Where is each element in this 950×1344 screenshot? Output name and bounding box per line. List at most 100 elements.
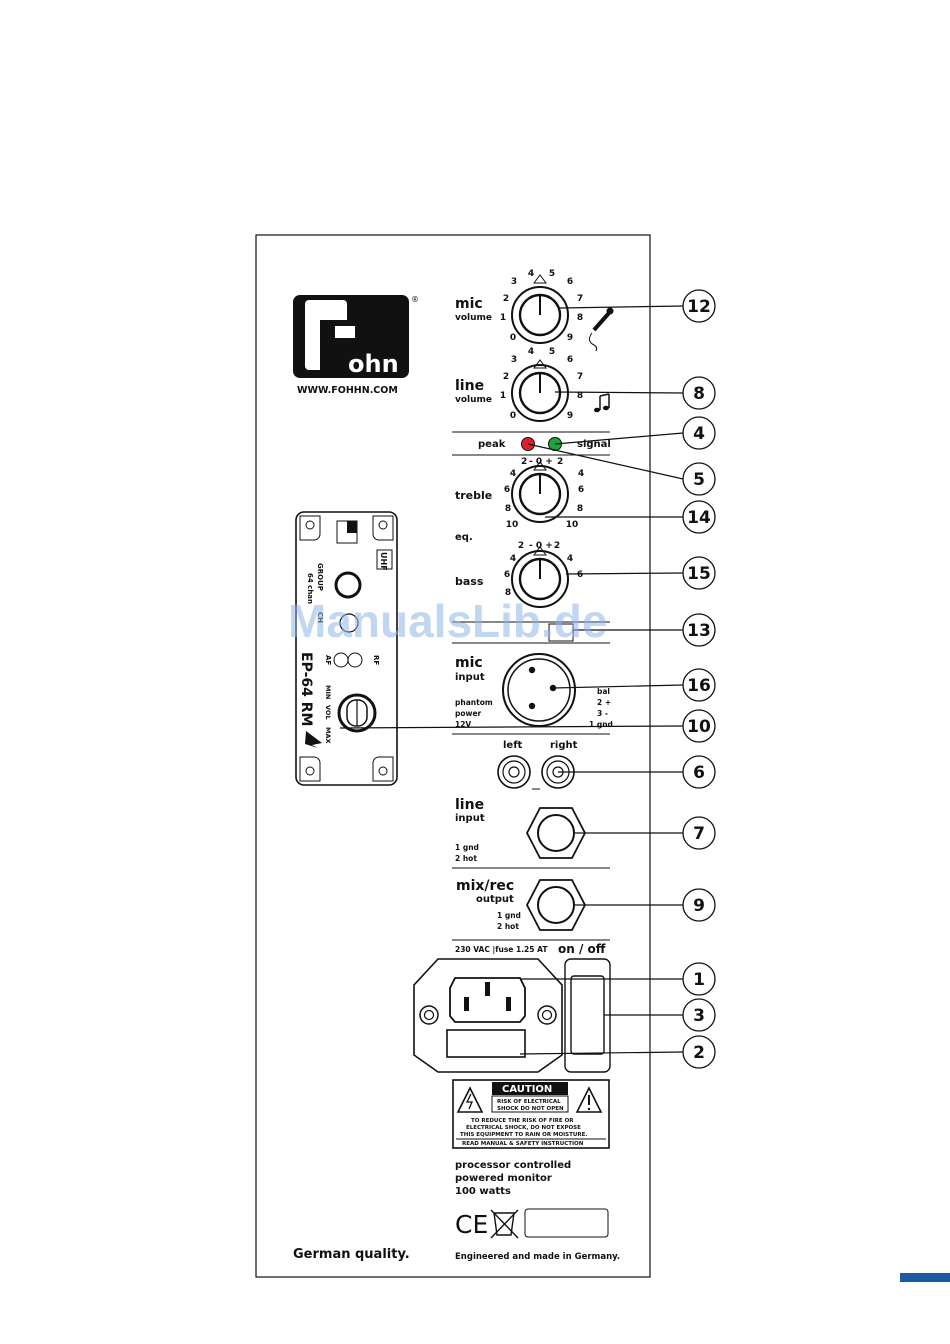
callout-circle-9: [682, 888, 716, 922]
mix-pin-2: 2 hot: [497, 922, 519, 931]
callout-circle-8: [682, 376, 716, 410]
callout-number-16: 16: [687, 676, 711, 696]
phantom-line-3: 12V: [455, 720, 471, 729]
description-line-1: processor controlled: [455, 1160, 571, 1171]
receiver-af-label: AF: [324, 655, 332, 665]
phantom-line-2: power: [455, 709, 482, 718]
pin-1: 1 gnd: [589, 720, 613, 729]
on-off-label: on / off: [558, 942, 606, 956]
callout-number-3: 3: [693, 1006, 705, 1026]
receiver-min-label: MIN: [324, 685, 332, 699]
callout-lines: [339, 305, 684, 1055]
receiver-arrow-icon: [305, 731, 322, 748]
receiver-group-label: GROUP: [316, 563, 324, 591]
mic-input-xlr: mic input phantom power 12V bal 2 + 3 - …: [455, 653, 613, 729]
pin-3: 3 -: [597, 709, 608, 718]
mains-label: 230 VAC |fuse 1.25 AT: [455, 945, 548, 955]
music-note-icon: [594, 393, 610, 413]
electric-warning-icon: [456, 1086, 484, 1113]
phantom-line-1: phantom: [455, 698, 493, 707]
scale-mark-5: 5: [549, 347, 555, 357]
mic-input-sublabel: input: [455, 672, 485, 683]
receiver-ch-label: CH: [316, 612, 324, 623]
treble-center-label: - 0 +: [529, 457, 553, 467]
logo-text: ohn: [348, 350, 399, 378]
mic-line-switch: [548, 623, 574, 642]
callout-number-10: 10: [687, 717, 711, 737]
scale-mark-3: 3: [511, 355, 517, 365]
scale-mark-9: 9: [567, 333, 573, 343]
caution-read: READ MANUAL & SAFETY INSTRUCTION: [462, 1141, 584, 1147]
mic-input-label: mic: [455, 655, 483, 671]
bass-left-4: 4: [510, 554, 516, 564]
treble-label: treble: [455, 489, 492, 502]
callout-circle-5: [682, 462, 716, 496]
bass-label: bass: [455, 575, 484, 588]
receiver-vol-label: VOL: [324, 705, 332, 720]
line-volume-sublabel: volume: [455, 395, 492, 405]
line-volume-label: line: [455, 378, 484, 394]
wireless-receiver-module: UHF GROUP 64 chan CH AF RF EP-64 RM MIN …: [295, 511, 398, 786]
signal-label: signal: [577, 439, 611, 450]
rca-left-label: left: [503, 740, 523, 751]
callout-number-15: 15: [687, 564, 711, 584]
pin-2: 2 +: [597, 698, 611, 707]
callout-circle-12: [682, 289, 716, 323]
treble-left-2: 2: [521, 457, 527, 467]
weee-bin-icon: [490, 1209, 519, 1239]
iec-power-socket: [413, 958, 563, 1073]
caution-label: CAUTION RISK OF ELECTRICAL SHOCK DO NOT …: [452, 1079, 610, 1149]
callout-number-2: 2: [693, 1043, 705, 1063]
callout-circle-10: [682, 709, 716, 743]
callout-circle-3: [682, 998, 716, 1032]
rca-right-label: right: [550, 740, 578, 751]
scale-mark-3: 3: [511, 277, 517, 287]
bass-right-2: 2: [554, 541, 560, 551]
caution-title: CAUTION: [502, 1084, 552, 1095]
scale-mark-1: 1: [500, 391, 506, 401]
mic-volume-sublabel: volume: [455, 313, 492, 323]
description-line-2: powered monitor: [455, 1173, 552, 1184]
caution-warning-3: THIS EQUIPMENT TO RAIN OR MOISTURE.: [460, 1132, 587, 1138]
mix-rec-label: mix/rec: [456, 878, 514, 894]
callout-circle-14: [682, 500, 716, 534]
ce-mark: CE: [455, 1210, 488, 1239]
watermark: ManualsLib.de: [288, 595, 607, 647]
callout-number-7: 7: [693, 824, 705, 844]
line-pin-1: 1 gnd: [455, 843, 479, 852]
power-switch: [564, 958, 611, 1073]
callout-number-12: 12: [687, 297, 711, 317]
rca-inputs: left right: [497, 740, 578, 790]
callout-circle-16: [682, 668, 716, 702]
callout-circle-1: [682, 962, 716, 996]
callout-number-8: 8: [693, 384, 705, 404]
german-quality: German quality.: [293, 1247, 410, 1262]
callout-number-6: 6: [693, 763, 705, 783]
mic-volume-label: mic: [455, 296, 483, 312]
bass-right-6: 6: [577, 570, 583, 580]
bass-left-2: 2: [518, 541, 524, 551]
bass-center-label: - 0 +: [529, 541, 553, 551]
mix-rec-output-jack: mix/rec output 1 gnd 2 hot: [456, 878, 587, 931]
callout-number-1: 1: [693, 970, 705, 990]
bass-right-4: 4: [567, 554, 573, 564]
scale-mark-2: 2: [503, 372, 509, 382]
scale-mark-1: 1: [500, 313, 506, 323]
line-pin-2: 2 hot: [455, 854, 477, 863]
scale-mark-6: 6: [567, 277, 573, 287]
callout-number-5: 5: [693, 470, 705, 490]
fohhn-logo: ohn ® WWW.FOHHN.COM: [293, 295, 419, 396]
callout-circle-15: [682, 556, 716, 590]
scale-mark-2: 2: [503, 294, 509, 304]
scale-mark-4: 4: [528, 269, 534, 279]
line-input-sublabel: input: [455, 813, 485, 824]
callout-circle-4: [682, 416, 716, 450]
scale-mark-8: 8: [577, 391, 583, 401]
scale-mark-9: 9: [567, 411, 573, 421]
